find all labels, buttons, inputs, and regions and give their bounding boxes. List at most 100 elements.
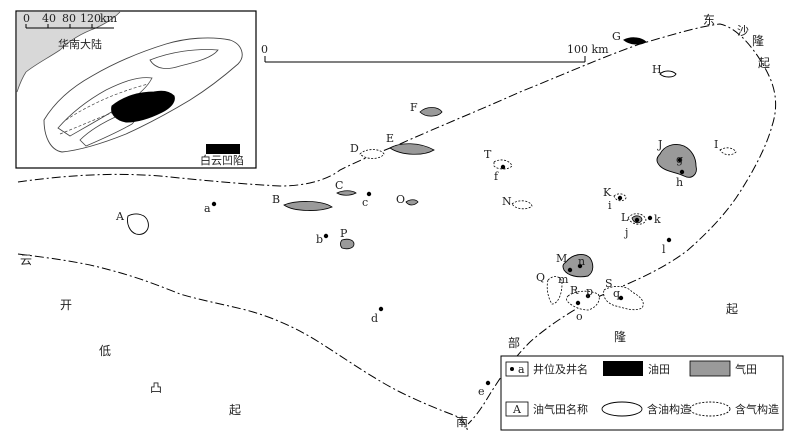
field-label-s: S xyxy=(605,277,613,290)
well-label-e: e xyxy=(478,385,485,398)
field-label-c: C xyxy=(335,179,343,192)
oil-structure-h xyxy=(659,70,677,78)
gas-field-j xyxy=(656,143,697,178)
legend-frame xyxy=(500,355,784,431)
legend-well-dot xyxy=(510,367,514,371)
legend-oil-label: 油田 xyxy=(648,362,670,376)
place-west-3: 低 xyxy=(99,344,111,358)
well-label-q: q xyxy=(613,287,620,300)
field-label-g: G xyxy=(612,30,621,43)
well-d xyxy=(378,306,384,312)
field-label-a: A xyxy=(115,210,125,223)
well-p xyxy=(585,293,591,299)
legend-well-label: 井位及井名 xyxy=(533,362,588,376)
inset-basin-outline xyxy=(43,37,243,153)
well-k xyxy=(647,215,653,221)
legend-gas-structure-label: 含气构造 xyxy=(735,402,779,416)
well-g xyxy=(677,157,683,163)
legend-gas-swatch xyxy=(689,360,731,377)
field-label-p: P xyxy=(340,227,348,240)
field-label-m: M xyxy=(556,252,567,265)
legend-name-symbol: A xyxy=(512,403,522,416)
oil-structure-a xyxy=(127,213,149,235)
gas-structure-q xyxy=(546,276,563,305)
gas-field-c xyxy=(336,190,357,196)
well-h xyxy=(679,169,685,175)
legend-name-box xyxy=(505,401,529,417)
well-m xyxy=(567,267,573,273)
well-label-o: o xyxy=(576,310,583,323)
scale-bar-end: 100 km xyxy=(567,43,609,56)
scale-bar-start: 0 xyxy=(261,43,268,56)
place-south-1: 南 xyxy=(456,414,468,429)
legend-oil-swatch xyxy=(603,361,643,376)
legend-gas-label: 气田 xyxy=(735,362,757,376)
well-f xyxy=(500,164,506,170)
field-label-f: F xyxy=(410,101,418,114)
inset-scale-label: 40 xyxy=(42,12,56,25)
well-label-m: m xyxy=(558,273,569,286)
gas-field-o xyxy=(405,199,419,206)
field-label-e: E xyxy=(386,132,394,145)
well-label-j: j xyxy=(623,226,628,239)
well-label-i: i xyxy=(608,199,612,212)
legend-well-symbol: a xyxy=(518,363,525,376)
gas-structure-r xyxy=(566,290,600,311)
well-label-p: p xyxy=(586,285,593,298)
legend-well-box xyxy=(505,361,529,377)
western-boundary xyxy=(17,253,469,433)
oil-field-g xyxy=(623,37,647,45)
field-label-d: D xyxy=(350,142,359,155)
field-label-b: B xyxy=(272,193,280,206)
gas-field-p xyxy=(340,238,355,250)
inset-scale-label: 0 xyxy=(23,12,30,25)
well-label-c: c xyxy=(362,196,368,209)
inset-scale-unit: km xyxy=(100,12,118,25)
legend-gas-structure-swatch xyxy=(689,401,731,417)
field-label-h: H xyxy=(652,63,662,76)
well-label-k: k xyxy=(654,213,661,226)
field-label-l: L xyxy=(621,211,629,224)
gas-field-f xyxy=(419,107,443,117)
field-label-n: N xyxy=(502,195,512,208)
inset-land-label: 华南大陆 xyxy=(58,37,102,51)
inset-coastline xyxy=(16,11,121,93)
place-east-2: 沙 xyxy=(737,24,749,38)
field-label-o: O xyxy=(396,193,405,206)
field-label-j: J xyxy=(657,138,662,151)
field-label-k: K xyxy=(603,186,612,199)
place-east-4: 起 xyxy=(758,56,770,70)
gas-structure-s xyxy=(603,286,644,311)
legend-oil-structure-swatch xyxy=(601,401,643,417)
gas-structure-i xyxy=(719,147,737,156)
well-b xyxy=(323,233,329,239)
place-names: 东 沙 隆 起 云 开 低 凸 起 南 部 隆 起 xyxy=(20,13,770,429)
field-label-r: R xyxy=(570,284,579,297)
inset-map: 0 40 80 120 km 华南大陆 白云凹陷 xyxy=(15,10,257,169)
gas-structure-t xyxy=(493,159,513,170)
well-n xyxy=(577,263,583,269)
field-label-q: Q xyxy=(536,271,545,284)
place-west-4: 凸 xyxy=(150,381,162,395)
well-label-b: b xyxy=(316,233,323,246)
well-label-a: a xyxy=(204,202,211,215)
place-south-2: 部 xyxy=(508,335,520,350)
well-e xyxy=(485,380,491,386)
well-label-n: n xyxy=(578,255,585,268)
inset-basin-outline xyxy=(57,77,153,137)
inset-scale-label: 80 xyxy=(62,12,76,25)
well-j xyxy=(634,217,640,223)
gas-structure-n xyxy=(511,200,533,210)
well-a xyxy=(211,201,217,207)
inset-basin-outline xyxy=(149,49,219,69)
well-label-f: f xyxy=(494,170,499,183)
inset-sea-shade xyxy=(17,12,120,92)
place-west-1: 云 xyxy=(20,253,32,267)
well-label-l: l xyxy=(662,243,666,256)
legend-name-label: 油气田名称 xyxy=(533,402,588,416)
field-label-i: I xyxy=(714,138,718,151)
legend-oil-structure-label: 含油构造 xyxy=(647,402,691,416)
well-q xyxy=(618,295,624,301)
wells: a b c d e f g h i j k l m n o p q xyxy=(204,153,685,398)
